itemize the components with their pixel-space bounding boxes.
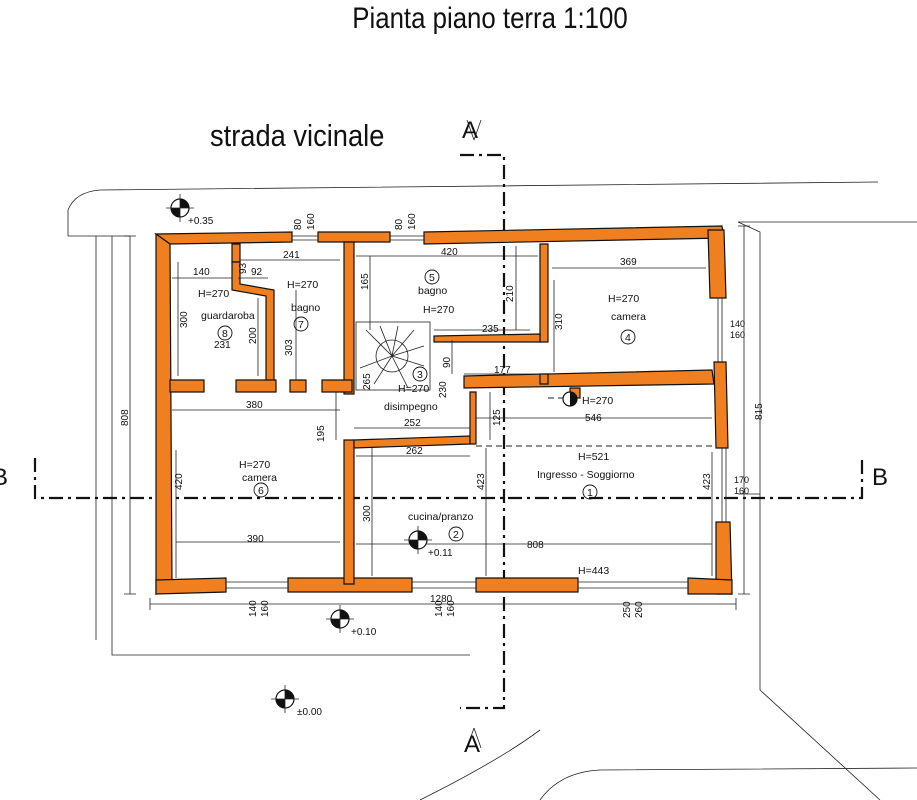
dim-300-guardaroba: 300 <box>179 311 190 328</box>
dim-300-cucina: 300 <box>362 505 373 522</box>
dim-369: 369 <box>620 257 637 268</box>
win-250-bottom: 250 <box>622 601 633 618</box>
room-1-height: H=521 <box>578 451 609 463</box>
dim-303: 303 <box>284 339 295 356</box>
win-160-b: 160 <box>407 213 418 230</box>
win-160-bottom-1: 160 <box>260 600 271 617</box>
dim-252: 252 <box>404 418 421 429</box>
win-140-right: 140 <box>730 319 745 329</box>
room-number-circles <box>217 269 636 542</box>
dim-90: 90 <box>442 356 453 368</box>
dim-546: 546 <box>585 413 602 424</box>
win-170-right: 170 <box>734 475 749 485</box>
room-2-number: 2 <box>453 529 459 541</box>
level-marker-entrance <box>326 605 354 633</box>
room-6-height: H=270 <box>239 459 270 471</box>
windows <box>226 235 727 589</box>
dim-262: 262 <box>406 446 423 457</box>
dim-423-right: 423 <box>702 473 713 490</box>
dim-241: 241 <box>283 250 300 261</box>
dim-1280: 1280 <box>430 594 453 605</box>
level-marker-kitchen <box>404 526 432 554</box>
room-4-name: camera <box>611 311 646 323</box>
fireplace-icon <box>562 391 578 407</box>
win-160-a: 160 <box>306 213 317 230</box>
level-ground: ±0.00 <box>297 707 322 718</box>
dim-235: 235 <box>482 324 499 335</box>
dim-815: 815 <box>754 403 765 420</box>
win-260-bottom: 260 <box>634 601 645 618</box>
room-2-name: cucina/pranzo <box>408 511 474 523</box>
staircase <box>355 321 431 391</box>
room-7-height: H=270 <box>287 279 318 291</box>
fireplace-height: H=270 <box>582 395 613 407</box>
room-6-number: 6 <box>258 485 264 497</box>
dim-165: 165 <box>360 273 371 290</box>
dim-310: 310 <box>554 313 565 330</box>
dim-93: 93 <box>238 262 249 274</box>
room-3-name: disimpegno <box>384 401 438 413</box>
section-a-bottom-label: A <box>464 731 480 758</box>
dim-231: 231 <box>214 340 231 351</box>
level-road: +0.35 <box>188 216 214 227</box>
room-8-name: guardaroba <box>201 310 255 322</box>
room-7-number: 7 <box>298 319 304 331</box>
room-8-height: H=270 <box>198 288 229 300</box>
dim-808-horizontal: 808 <box>527 540 544 551</box>
level-marker-road <box>166 194 194 222</box>
room-7-name: bagno <box>291 302 320 314</box>
dim-420-top: 420 <box>441 247 458 258</box>
win-80-b: 80 <box>394 218 405 230</box>
dim-380: 380 <box>246 400 263 411</box>
dim-210: 210 <box>505 285 516 302</box>
dim-265: 265 <box>362 373 373 390</box>
dim-177: 177 <box>494 365 511 376</box>
section-b-right-label: B <box>872 464 888 491</box>
street-label: strada vicinale <box>210 118 385 153</box>
room-4-number: 4 <box>625 332 631 344</box>
room-4-height: H=270 <box>608 293 639 305</box>
dim-808-vertical: 808 <box>120 409 131 426</box>
win-140-bottom-2: 140 <box>434 600 445 617</box>
dim-390: 390 <box>247 534 264 545</box>
dim-92: 92 <box>251 267 263 278</box>
room-1-number: 1 <box>587 487 593 499</box>
room-5-number: 5 <box>429 272 435 284</box>
section-lines <box>33 119 864 749</box>
dim-423-left: 423 <box>476 473 487 490</box>
dim-140-guardaroba: 140 <box>193 267 210 278</box>
page-title: Pianta piano terra 1:100 <box>352 2 628 35</box>
win-80-a: 80 <box>293 218 304 230</box>
room-5-height: H=270 <box>423 304 454 316</box>
living-lower-height: H=443 <box>578 565 609 577</box>
dimension-lines <box>124 225 760 610</box>
dim-230: 230 <box>438 381 449 398</box>
walls <box>154 225 733 596</box>
room-3-height: H=270 <box>398 383 429 395</box>
room-6-name: camera <box>242 472 277 484</box>
room-3-number: 3 <box>417 369 423 381</box>
room-8-number: 8 <box>222 328 228 340</box>
dim-195: 195 <box>316 425 327 442</box>
site-boundary <box>67 181 917 800</box>
room-1-name: Ingresso - Soggiorno <box>537 469 635 481</box>
section-b-left-label: B <box>0 464 8 491</box>
dim-125: 125 <box>492 409 503 426</box>
dim-420-camera: 420 <box>174 473 185 490</box>
win-160-right-2: 160 <box>734 486 749 496</box>
win-140-bottom-1: 140 <box>248 600 259 617</box>
level-marker-ground <box>271 685 299 713</box>
dim-200: 200 <box>248 327 259 344</box>
win-160-right: 160 <box>730 330 745 340</box>
section-a-top-label: A <box>462 117 478 144</box>
room-5-name: bagno <box>418 285 447 297</box>
level-entrance: +0.10 <box>351 627 377 638</box>
win-160-bottom-2: 160 <box>446 600 457 617</box>
level-kitchen: +0.11 <box>428 548 453 559</box>
